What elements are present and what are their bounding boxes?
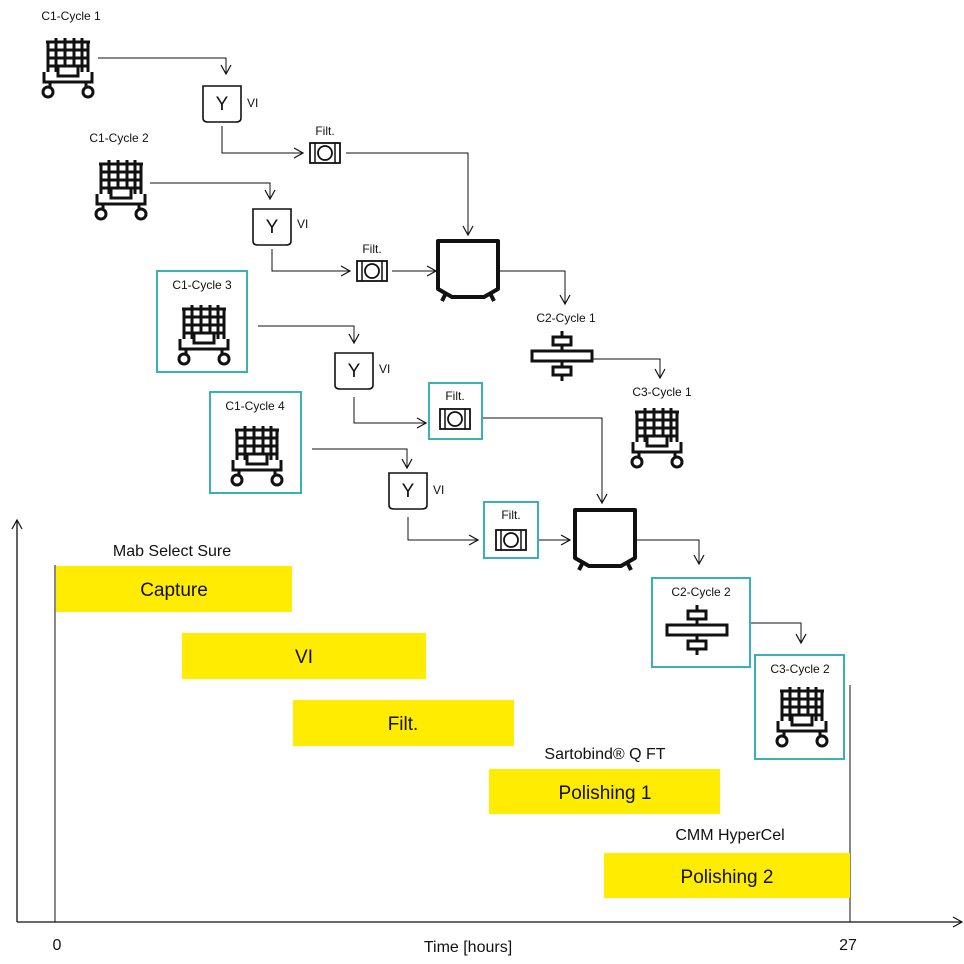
unit-label: C2-Cycle 1 (536, 311, 596, 325)
highlight-frame (428, 382, 483, 440)
hold-tank-icon (436, 239, 500, 303)
filter-cartridge-icon (439, 408, 471, 430)
unit-label: C3-Cycle 1 (632, 385, 692, 399)
time-axis: 0 27 Time [hours] (11, 518, 964, 956)
c3-cycle-1-unit: C3-Cycle 1 (630, 385, 692, 469)
vi-label: VI (297, 217, 308, 231)
phase-bar-polishing-1: Sartobind® Q FT Polishing 1 (489, 746, 720, 814)
bar-label: Polishing 1 (559, 783, 652, 804)
filter-cartridge-icon (495, 529, 527, 551)
membrane-adsorber-icon (530, 329, 594, 383)
vi-symbol: Y (402, 481, 415, 502)
highlight-frame (483, 501, 539, 559)
highlight-frame (156, 270, 248, 373)
resin-label: Mab Select Sure (113, 543, 231, 560)
bar (293, 700, 514, 746)
bar (182, 633, 426, 679)
chromatography-column-skid-icon (775, 685, 829, 748)
bar-label: Polishing 2 (681, 867, 774, 888)
unit-label: C3-Cycle 2 (770, 662, 830, 676)
unit-label: C1-Cycle 1 (41, 9, 101, 23)
chromatography-column-skid-icon (41, 36, 95, 99)
highlight-frame (651, 577, 751, 668)
phase-bar-vi: VI (182, 633, 426, 679)
unit-label: C2-Cycle 2 (671, 585, 731, 599)
flow-connectors (98, 57, 807, 645)
bar-label: Filt. (388, 714, 419, 735)
unit-label: C1-Cycle 3 (172, 278, 232, 292)
c1-cycle-3-unit: C1-Cycle 3 (156, 270, 248, 373)
x-tick-label-start: 0 (53, 937, 62, 954)
c3-cycle-2-unit: C3-Cycle 2 (754, 654, 845, 760)
membrane-adsorber-icon (665, 603, 729, 657)
filter-label: Filt. (445, 389, 464, 403)
chromatography-column-skid-icon (94, 158, 148, 221)
vi-vessel-1: Y VI (202, 85, 258, 123)
vi-vessel-4: Y VI (388, 472, 444, 510)
filter-2: Filt. (356, 242, 388, 282)
x-tick-label-end: 27 (839, 937, 857, 954)
unit-label: C1-Cycle 2 (89, 131, 149, 145)
c2-cycle-1-unit: C2-Cycle 1 (530, 311, 596, 383)
highlight-frame (209, 391, 302, 494)
resin-label: Sartobind® Q FT (544, 746, 665, 763)
c2-cycle-2-unit: C2-Cycle 2 (651, 577, 751, 668)
hold-tank-icon (573, 508, 637, 572)
filter-label: Filt. (362, 242, 381, 256)
phase-bar-polishing-2: CMM HyperCel Polishing 2 (604, 827, 850, 898)
filter-1: Filt. (309, 124, 341, 164)
vi-label: VI (379, 362, 390, 376)
x-axis-title: Time [hours] (424, 939, 512, 956)
bar (489, 769, 720, 814)
vi-label: VI (247, 96, 258, 110)
filter-cartridge-icon (356, 260, 388, 282)
vi-label: VI (433, 483, 444, 497)
bar-label: Capture (140, 580, 208, 601)
c1-cycle-1-unit: C1-Cycle 1 (41, 9, 101, 99)
chromatography-column-skid-icon (230, 424, 284, 487)
phase-bar-capture: Mab Select Sure Capture (56, 543, 292, 612)
c1-cycle-4-unit: C1-Cycle 4 (209, 391, 302, 494)
chromatography-column-skid-icon (177, 303, 231, 366)
highlight-frame (754, 654, 845, 760)
vi-symbol: Y (216, 94, 229, 115)
bar-label: VI (295, 647, 313, 668)
vi-vessel-3: Y VI (334, 352, 390, 390)
filter-4: Filt. (483, 501, 539, 559)
phase-bar-filtration: Filt. (293, 700, 514, 746)
vi-vessel-2: Y VI (252, 208, 308, 246)
filter-label: Filt. (501, 508, 520, 522)
filter-cartridge-icon (309, 142, 341, 164)
c1-cycle-2-unit: C1-Cycle 2 (89, 131, 149, 221)
resin-label: CMM HyperCel (675, 827, 784, 844)
unit-label: C1-Cycle 4 (225, 399, 285, 413)
bar (604, 853, 850, 898)
chromatography-column-skid-icon (630, 406, 684, 469)
filter-3: Filt. (428, 382, 483, 440)
vi-symbol: Y (348, 361, 361, 382)
filter-label: Filt. (315, 124, 334, 138)
bar (56, 566, 292, 612)
vi-symbol: Y (266, 217, 279, 238)
